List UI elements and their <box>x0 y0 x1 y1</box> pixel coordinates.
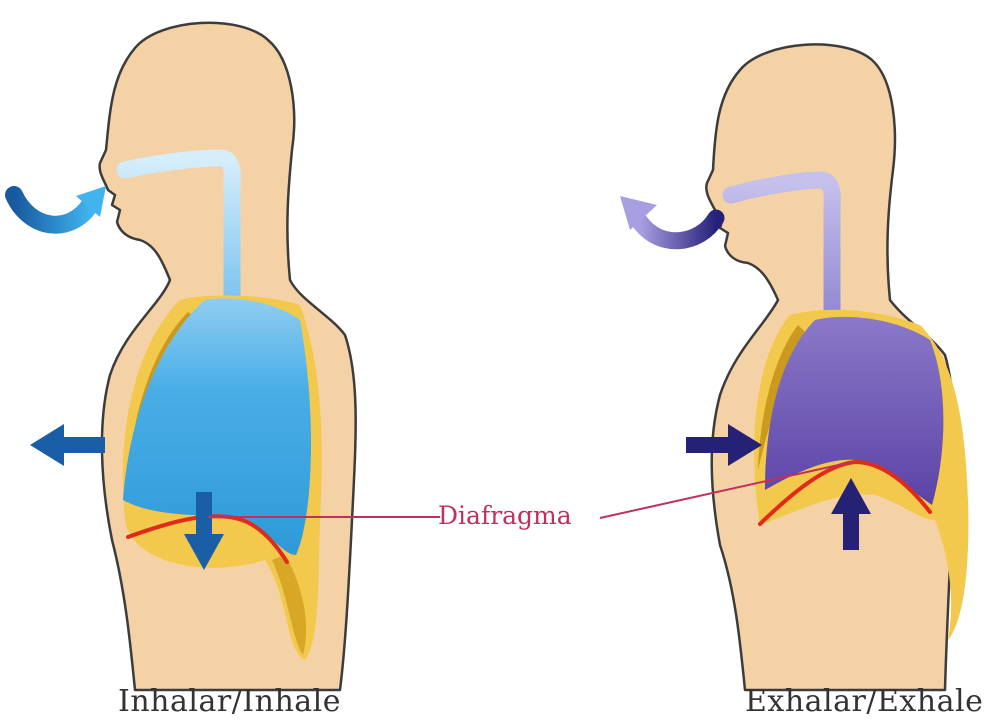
exhale-caption: Exhalar/Exhale <box>745 684 983 719</box>
exhale-figure <box>620 44 968 690</box>
inhale-figure <box>14 23 356 690</box>
diaphragm-label: Diafragma <box>438 501 572 530</box>
inhale-caption: Inhalar/Inhale <box>118 684 341 719</box>
exhale-nose-arrow-icon <box>620 196 716 241</box>
chest-expand-arrow-icon <box>30 424 105 466</box>
inhale-nose-arrow-icon <box>14 186 106 225</box>
